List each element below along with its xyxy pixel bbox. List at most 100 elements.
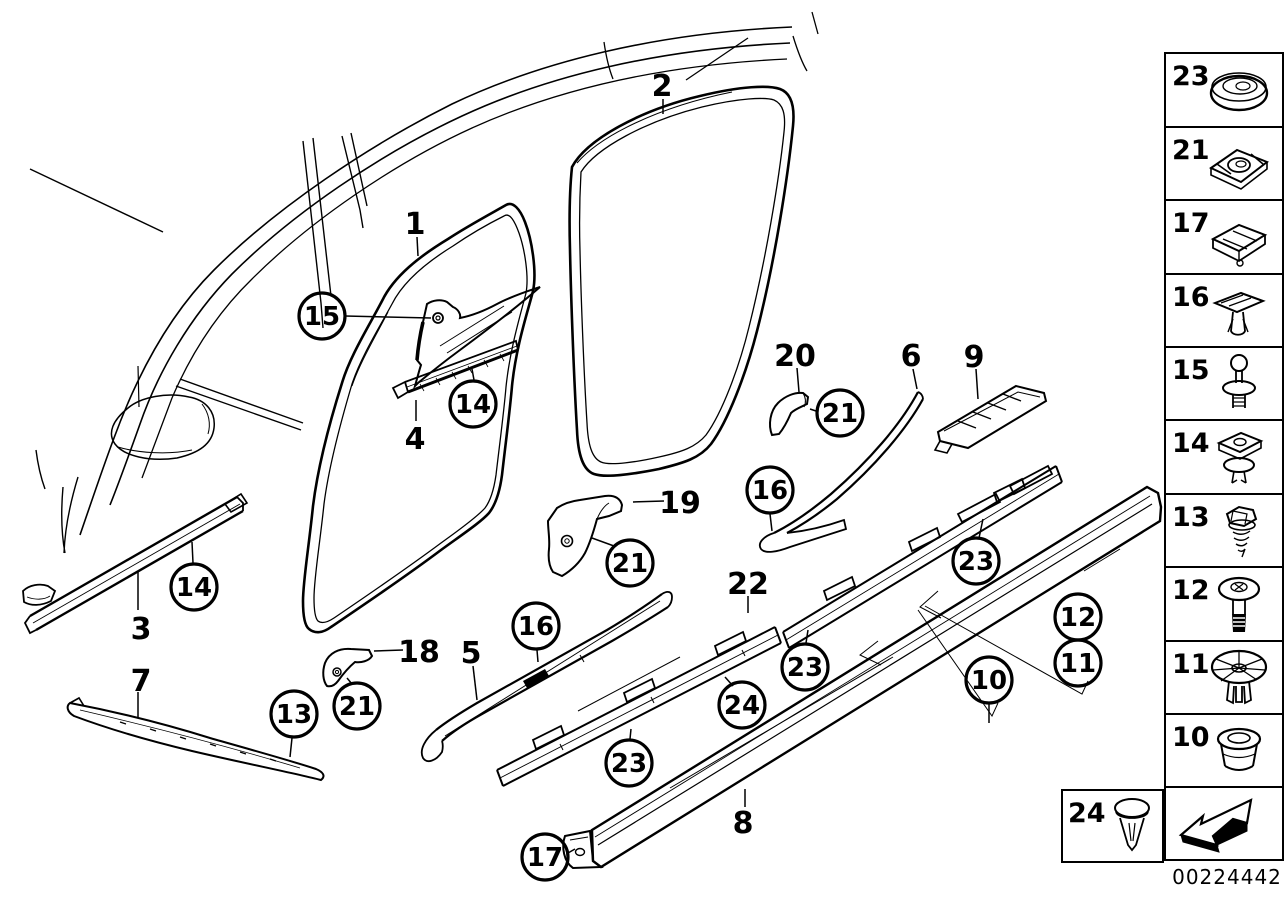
roof-line-mid [109, 42, 791, 506]
rear-seal-outer [568, 85, 795, 477]
callout-circle-21-b[interactable]: 21 [605, 538, 655, 588]
callout-circle-23-c[interactable]: 23 [604, 738, 654, 788]
legend-label-15[interactable]: 15 [1172, 355, 1210, 386]
bracket-20-body [769, 391, 810, 437]
entrance-wedge-crease-2 [446, 311, 513, 354]
callout-9[interactable]: 9 [964, 340, 985, 375]
legend-label-23[interactable]: 23 [1172, 61, 1210, 92]
sill-strip-part3 [22, 492, 249, 635]
strip6-tip [917, 391, 924, 400]
circle-23a-ring [951, 536, 1001, 586]
legend-label-11[interactable]: 11 [1172, 649, 1210, 680]
callout-22[interactable]: 22 [727, 567, 769, 602]
callout-18[interactable]: 18 [398, 635, 440, 670]
rail-front-notches [559, 649, 746, 751]
legend-label-21[interactable]: 21 [1172, 135, 1210, 166]
circle-21a-ring [332, 681, 382, 731]
circle-16b-text: 16 [518, 612, 554, 642]
callout-circle-14-upper[interactable]: 14 [448, 379, 498, 429]
door-sill-line-1 [175, 385, 302, 431]
bracket-part18 [322, 647, 374, 688]
callout-circle-23-a[interactable]: 23 [951, 536, 1001, 586]
plain-callouts: 1 2 3 4 5 6 7 8 9 18 19 20 22 [131, 69, 985, 841]
bracket-19-body [546, 494, 624, 578]
circle-24-ring [717, 680, 767, 730]
callout-1[interactable]: 1 [405, 207, 426, 242]
rail-front-clip-3 [713, 630, 748, 657]
leader-c16b [536, 649, 539, 663]
legend-label-17[interactable]: 17 [1172, 208, 1210, 239]
wheel-arch-strip-part7 [66, 696, 325, 782]
callout-3[interactable]: 3 [131, 612, 152, 647]
leader-c23b [805, 629, 809, 644]
grommet-bushing-icon [1216, 727, 1262, 771]
legend-label-13[interactable]: 13 [1172, 502, 1210, 533]
molding-crease-line [594, 495, 1151, 838]
leader-6 [912, 368, 918, 390]
callout-6[interactable]: 6 [901, 339, 922, 374]
legend-label-10[interactable]: 10 [1172, 722, 1210, 753]
callout-circle-24[interactable]: 24 [717, 680, 767, 730]
bracket-18-body [322, 647, 374, 688]
callout-circle-16-a[interactable]: 16 [745, 465, 795, 515]
circle-21b-ring [605, 538, 655, 588]
bracket-18-hole [332, 667, 342, 677]
expanding-nut-icon [1210, 649, 1268, 705]
callout-circle-21-c[interactable]: 21 [815, 388, 865, 438]
leader-19 [632, 500, 665, 503]
molding-end-cap-hole [574, 847, 586, 857]
legend-label-14[interactable]: 14 [1172, 428, 1210, 459]
strip7-inner-line [79, 709, 301, 769]
callout-5[interactable]: 5 [461, 636, 482, 671]
entrance-strip-inner [406, 345, 518, 388]
callout-4[interactable]: 4 [405, 422, 426, 457]
circle-23b-text: 23 [787, 653, 823, 683]
callout-7[interactable]: 7 [131, 664, 152, 699]
strip5-left-end [420, 729, 444, 763]
roof-line-inner [141, 58, 788, 479]
circle-10-ring [964, 655, 1014, 705]
legend-label-24[interactable]: 24 [1068, 798, 1106, 829]
push-pin-rivet-icon [1222, 354, 1256, 408]
front-seal-lip-line [351, 311, 389, 387]
strip7-hook [69, 696, 85, 707]
plate-number: 00224442 [1172, 865, 1282, 889]
callout-20[interactable]: 20 [774, 339, 816, 374]
guide-line-c [577, 656, 681, 712]
callout-circle-21-a[interactable]: 21 [332, 681, 382, 731]
callout-circle-12[interactable]: 12 [1053, 592, 1103, 642]
rail-clip-block-2 [1008, 464, 1054, 496]
callout-circle-16-b[interactable]: 16 [511, 601, 561, 651]
circle-13-text: 13 [276, 700, 312, 730]
callout-circle-17[interactable]: 17 [520, 832, 570, 882]
callout-circle-23-b[interactable]: 23 [780, 642, 830, 692]
strip5-notch [579, 654, 585, 663]
b-pillar-line-4 [350, 132, 368, 207]
callout-8[interactable]: 8 [733, 806, 754, 841]
bracket-part20 [769, 391, 810, 437]
callout-circle-11[interactable]: 11 [1053, 638, 1103, 688]
callout-circle-14-lower[interactable]: 14 [169, 562, 219, 612]
bracket-9-outline [936, 384, 1048, 450]
bracket-19-hole [560, 534, 574, 548]
callout-19[interactable]: 19 [659, 486, 701, 521]
bracket-9-inner [943, 391, 1041, 432]
callout-circle-15[interactable]: 15 [297, 291, 347, 341]
callout-circle-13[interactable]: 13 [269, 689, 319, 739]
legend-label-12[interactable]: 12 [1172, 575, 1210, 606]
legend-box-arrow[interactable] [1164, 786, 1284, 861]
callout-circle-10[interactable]: 10 [964, 655, 1014, 705]
legend-box-24[interactable] [1061, 789, 1164, 863]
legend-label-16[interactable]: 16 [1172, 282, 1210, 313]
callout-2[interactable]: 2 [652, 69, 673, 104]
strip5-emblem [523, 669, 549, 688]
rail-front-inner [499, 634, 779, 779]
circle-16b-ring [511, 601, 561, 651]
circle-15-ring [297, 291, 347, 341]
strip5-right-tip [661, 590, 673, 608]
leader-9 [975, 368, 979, 400]
mounting-rail-rear [782, 464, 1063, 649]
bracket-19-hole-center [564, 538, 570, 544]
expanding-rivet-icon [1212, 291, 1266, 336]
entrance-strip-hatch [419, 353, 505, 392]
